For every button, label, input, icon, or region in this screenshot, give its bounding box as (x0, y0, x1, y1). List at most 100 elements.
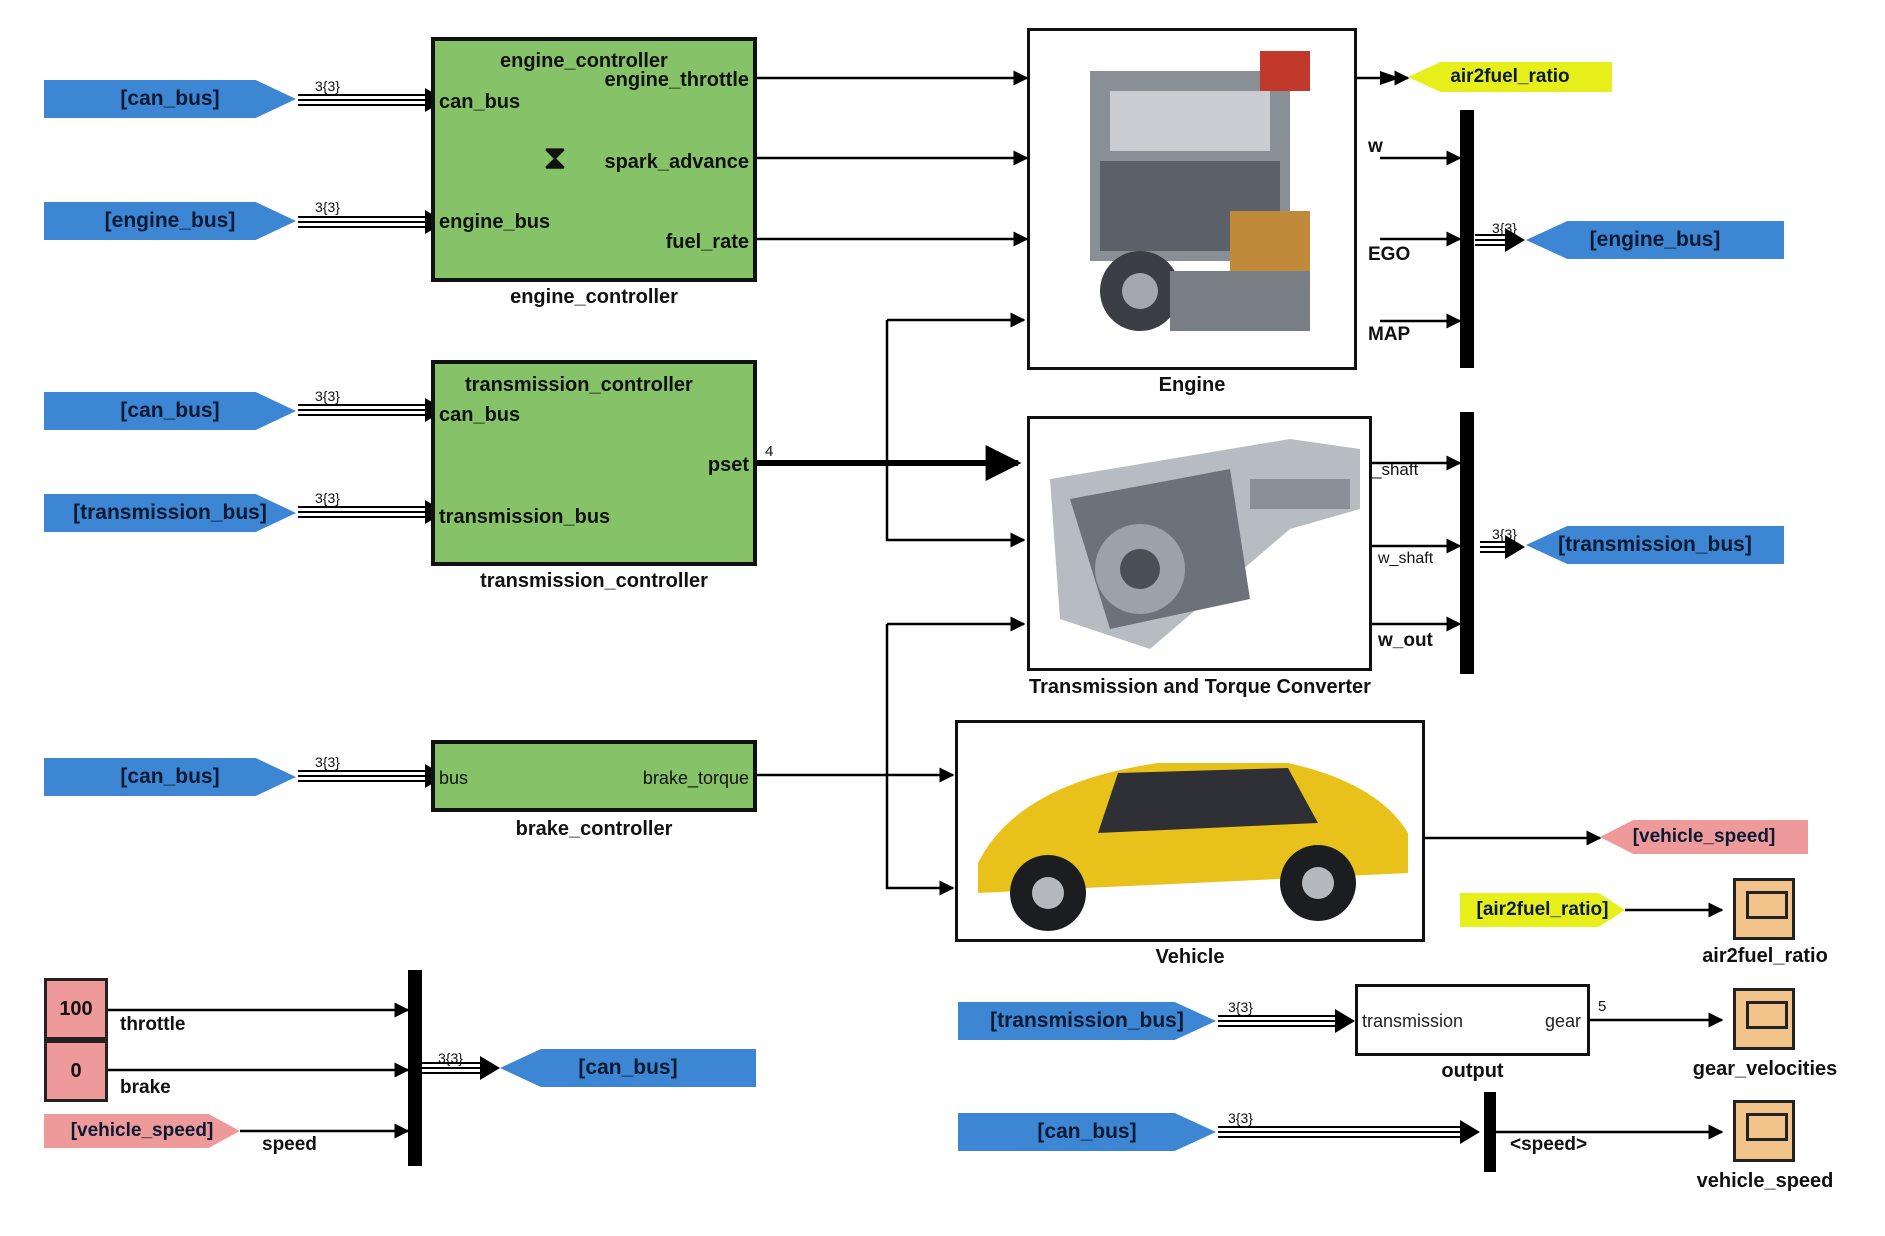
bus-width-label: 3{3} (315, 754, 340, 770)
tag-label: [transmission_bus] (73, 501, 267, 524)
bus-width-label: 3{3} (315, 490, 340, 506)
speed-selector-label: <speed> (1510, 1134, 1588, 1155)
tag-label: [can_bus] (578, 1056, 678, 1079)
port-can-bus: can_bus (439, 91, 521, 113)
from-can-bus-2[interactable]: [can_bus] (44, 392, 296, 430)
tag-label: [vehicle_speed] (1632, 826, 1776, 847)
from-can-bus-3[interactable]: [can_bus] (44, 758, 296, 796)
transmission-icon (1050, 439, 1360, 649)
tag-label: [can_bus] (1037, 1120, 1137, 1143)
bus-width-label: 3{3} (315, 388, 340, 404)
from-can-bus-1[interactable]: [can_bus] (44, 80, 296, 118)
scope-icon (1746, 1001, 1788, 1029)
port-can-bus: can_bus (439, 404, 521, 426)
hourglass-icon: ⧗ (543, 139, 567, 177)
tag-label: [can_bus] (120, 765, 220, 788)
goto-can-bus[interactable]: [can_bus] (500, 1049, 756, 1087)
bus-width-label: 3{3} (315, 199, 340, 215)
scope-vehicle-speed[interactable] (1733, 1100, 1795, 1162)
brake-controller-caption: brake_controller (515, 818, 673, 840)
throttle-label: throttle (120, 1014, 186, 1035)
engine-bus-creator[interactable] (1460, 110, 1474, 368)
engine-out-ego: EGO (1368, 244, 1411, 265)
bus-width-label: 3{3} (1492, 220, 1517, 236)
tag-label: [transmission_bus] (1558, 533, 1752, 556)
transmission-out-w-out: w_out (1378, 630, 1433, 651)
port-spark-advance: spark_advance (604, 151, 749, 173)
transmission-controller-block[interactable]: transmission_controller can_bus pset tra… (431, 360, 757, 566)
scope-caption: gear_velocities (1692, 1058, 1838, 1080)
tag-label: [engine_bus] (1589, 228, 1721, 251)
car-icon (978, 763, 1408, 931)
bus-wires (298, 94, 1515, 1138)
tag-label: [engine_bus] (104, 209, 236, 232)
from-air2fuel-ratio[interactable]: [air2fuel_ratio] (1460, 893, 1625, 927)
constant-value: 100 (59, 997, 93, 1020)
constant-throttle[interactable]: 100 (44, 978, 108, 1040)
from-engine-bus[interactable]: [engine_bus] (44, 202, 296, 240)
bus-selector[interactable] (1484, 1092, 1496, 1172)
output-block[interactable]: transmission gear (1355, 984, 1590, 1056)
scope-icon (1746, 1113, 1788, 1141)
vehicle-block[interactable] (955, 720, 1425, 942)
port-bus: bus (439, 768, 469, 788)
block-title: engine_controller (500, 50, 668, 72)
port-gear: gear (1544, 1011, 1581, 1031)
engine-out-w: w (1368, 136, 1383, 157)
tag-label: [vehicle_speed] (70, 1120, 214, 1141)
goto-transmission-bus[interactable]: [transmission_bus] (1526, 526, 1784, 564)
goto-engine-bus[interactable]: [engine_bus] (1526, 221, 1784, 259)
transmission-caption: Transmission and Torque Converter (1029, 676, 1371, 698)
bus-width-label: 3{3} (1228, 999, 1253, 1015)
engine-block[interactable] (1027, 28, 1357, 370)
engine-icon (1090, 51, 1310, 331)
tag-label: [can_bus] (120, 87, 220, 110)
transmission-out-shaft: _shaft (1372, 460, 1419, 479)
pset-width-label: 4 (765, 443, 774, 460)
bus-width-label: 3{3} (1228, 1110, 1253, 1126)
port-pset: pset (707, 454, 749, 476)
tag-label: [transmission_bus] (990, 1009, 1184, 1032)
gear-width-label: 5 (1598, 998, 1607, 1015)
engine-controller-caption: engine_controller (510, 286, 678, 308)
from-transmission-bus[interactable]: [transmission_bus] (44, 494, 296, 532)
brake-controller-block[interactable]: bus brake_torque (431, 740, 757, 812)
output-caption: output (1441, 1060, 1504, 1082)
bus-width-label: 3{3} (438, 1050, 463, 1066)
scope-icon (1746, 891, 1788, 919)
port-fuel-rate: fuel_rate (665, 231, 749, 253)
goto-vehicle-speed[interactable]: [vehicle_speed] (1600, 820, 1808, 854)
port-brake-torque: brake_torque (642, 768, 749, 788)
tag-label: [air2fuel_ratio] (1476, 899, 1609, 920)
speed-label: speed (262, 1134, 317, 1155)
from-can-bus-4[interactable]: [can_bus] (958, 1113, 1216, 1151)
scope-caption: air2fuel_ratio (1702, 945, 1828, 967)
transmission-block[interactable] (1027, 416, 1372, 671)
goto-air2fuel-ratio[interactable]: air2fuel_ratio (1408, 62, 1612, 92)
brake-label: brake (120, 1077, 171, 1098)
constant-value: 0 (70, 1059, 82, 1082)
tag-label: air2fuel_ratio (1450, 66, 1570, 87)
port-engine-bus: engine_bus (439, 211, 551, 233)
scope-gear-velocities[interactable] (1733, 988, 1795, 1050)
can-bus-creator[interactable] (408, 970, 422, 1166)
transmission-bus-creator[interactable] (1460, 412, 1474, 674)
engine-caption: Engine (1158, 374, 1226, 396)
bus-width-label: 3{3} (1492, 526, 1517, 542)
scope-caption: vehicle_speed (1696, 1170, 1834, 1192)
vehicle-caption: Vehicle (1155, 946, 1225, 968)
block-title: transmission_controller (465, 374, 693, 396)
bus-width-label: 3{3} (315, 78, 340, 94)
scope-air2fuel-ratio[interactable] (1733, 878, 1795, 940)
port-transmission: transmission (1362, 1011, 1464, 1031)
port-transmission-bus: transmission_bus (439, 506, 611, 528)
transmission-out-w-shaft: w_shaft (1378, 550, 1434, 567)
from-vehicle-speed[interactable]: [vehicle_speed] (44, 1114, 240, 1148)
engine-controller-block[interactable]: engine_controller engine_throttle can_bu… (431, 37, 757, 282)
engine-out-map: MAP (1368, 324, 1411, 345)
transmission-controller-caption: transmission_controller (480, 570, 708, 592)
from-transmission-bus-2[interactable]: [transmission_bus] (958, 1002, 1216, 1040)
constant-brake[interactable]: 0 (44, 1040, 108, 1102)
